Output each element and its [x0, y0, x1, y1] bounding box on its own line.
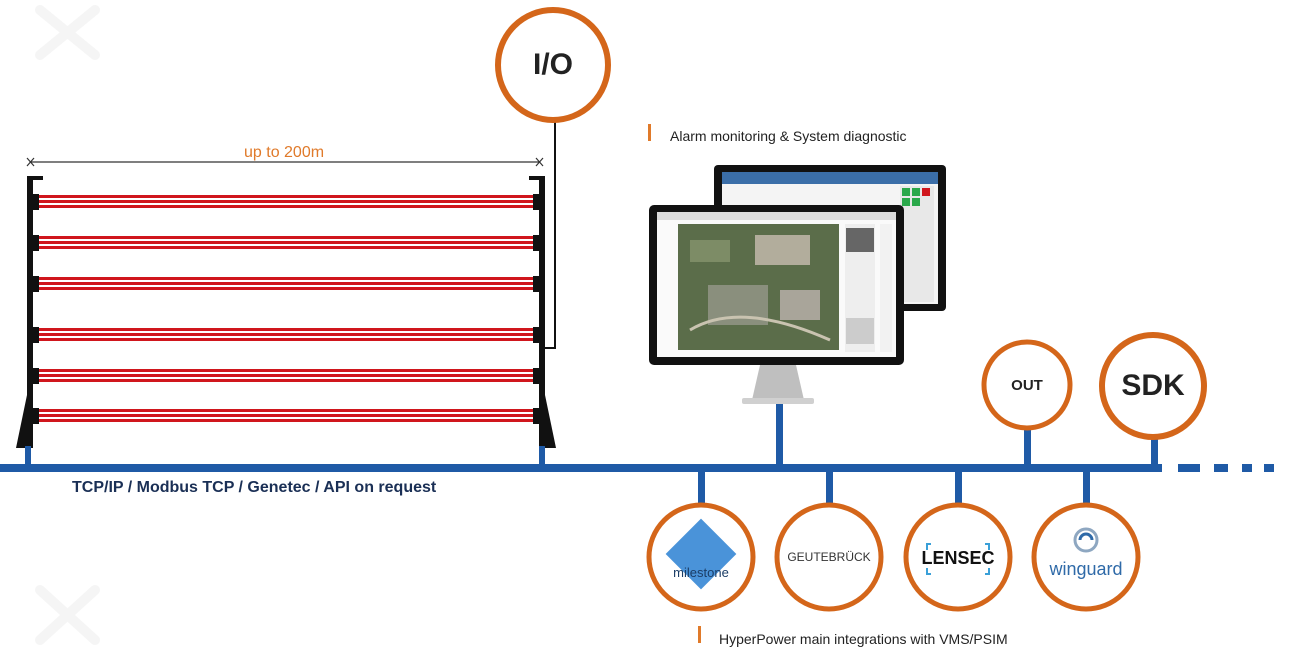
bus-protocols-label: TCP/IP / Modbus TCP / Genetec / API on r…	[72, 479, 437, 496]
integrations-caption: HyperPower main integrations with VMS/PS…	[719, 631, 1008, 647]
fence-beam	[33, 276, 539, 292]
io-connector-line	[545, 118, 556, 349]
fence-beam	[33, 235, 539, 251]
monitor-front-icon	[649, 205, 904, 404]
monitoring-caption: Alarm monitoring & System diagnostic	[670, 128, 907, 144]
network-bus	[0, 464, 1274, 472]
integration-lensec[interactable]: LENSEC	[921, 547, 995, 568]
integration-milestone[interactable]: milestone	[673, 564, 729, 580]
fence-right-post	[529, 176, 556, 448]
out-node-label[interactable]: OUT	[1011, 376, 1043, 394]
fence-beam	[33, 194, 539, 210]
distance-label: up to 200m	[244, 144, 325, 161]
fence-beam	[33, 408, 539, 424]
watermark-tools-icon	[35, 5, 100, 645]
monitoring-caption-bar	[648, 124, 651, 141]
winguard-logo-icon	[1073, 527, 1099, 553]
integrations-caption-bar	[698, 626, 701, 643]
fence-beam	[33, 327, 539, 343]
integration-winguard[interactable]: winguard	[1049, 558, 1123, 579]
integration-geutebruck[interactable]: GEUTEBRÜCK	[787, 550, 871, 564]
bus-drops	[25, 404, 1158, 504]
fence-beam	[33, 368, 539, 384]
fence-beams	[33, 194, 539, 424]
fence-left-post	[16, 176, 43, 448]
io-node-label[interactable]: I/O	[532, 48, 573, 81]
milestone-logo-icon	[665, 518, 737, 590]
distance-dimension-line	[26, 157, 544, 167]
sdk-node-label[interactable]: SDK	[1121, 369, 1185, 402]
lensec-logo-icon	[926, 543, 990, 575]
